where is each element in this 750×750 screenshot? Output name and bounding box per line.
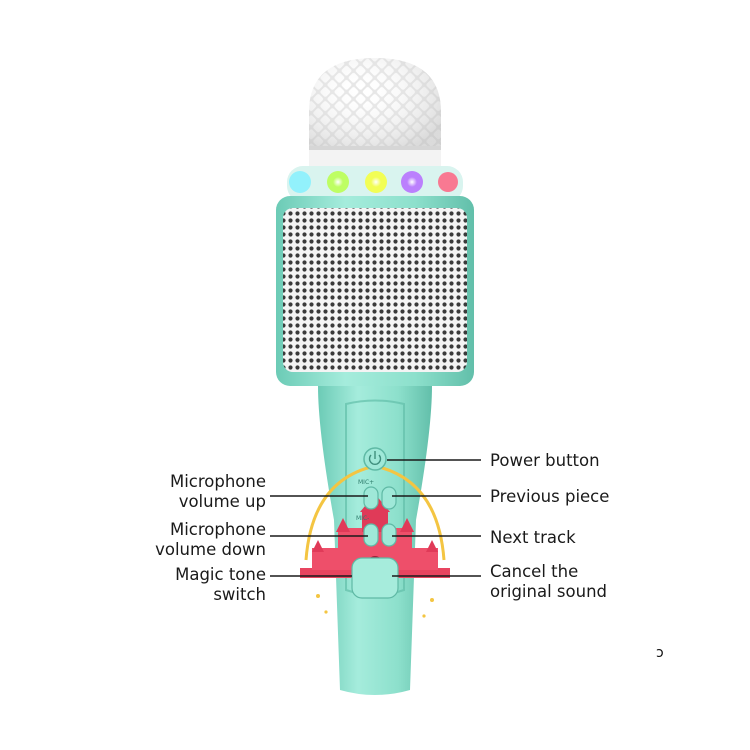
callout-cancel-original: Cancel the original sound bbox=[490, 562, 607, 601]
power-icon bbox=[368, 454, 382, 465]
callout-volume-down: Microphone volume down bbox=[155, 520, 266, 559]
speaker-housing bbox=[276, 196, 474, 386]
callout-volume-up: Microphone volume up bbox=[169, 472, 266, 511]
previous-button[interactable] bbox=[381, 486, 397, 510]
next-button[interactable] bbox=[381, 523, 397, 547]
stray-glyph: ɔ bbox=[656, 645, 664, 661]
led-light bbox=[289, 171, 311, 193]
led-ring bbox=[287, 166, 463, 202]
volume-down-button[interactable] bbox=[363, 523, 379, 547]
speaker-grille bbox=[283, 208, 467, 372]
callout-magic-tone: Magic tone switch bbox=[175, 565, 266, 604]
mic-minus-mark: MIC- bbox=[356, 515, 369, 522]
mic-dome bbox=[309, 58, 441, 168]
volume-up-button[interactable] bbox=[363, 486, 379, 510]
callout-previous: Previous piece bbox=[490, 487, 610, 506]
magic-tone-switch[interactable] bbox=[351, 557, 399, 599]
mic-plus-mark: MIC+ bbox=[358, 479, 374, 486]
callout-next: Next track bbox=[490, 528, 576, 547]
control-panel: MIC+ MIC- bbox=[351, 447, 399, 599]
callout-lines bbox=[270, 459, 481, 577]
callout-power: Power button bbox=[490, 451, 600, 470]
led-light bbox=[438, 172, 458, 192]
